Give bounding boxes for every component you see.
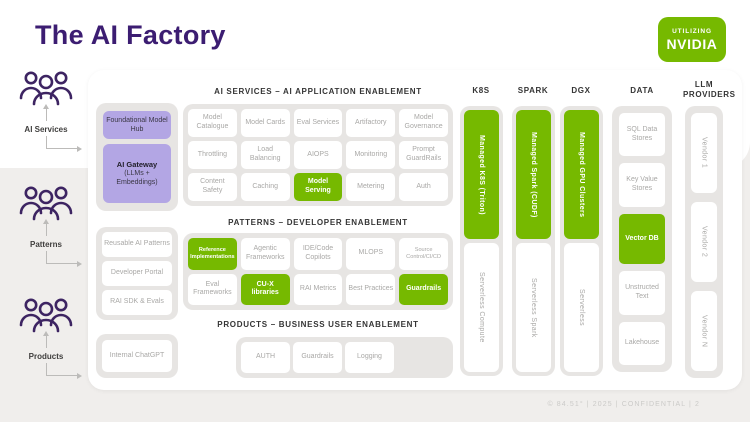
pattern-box-guardrails: Guardrails [399, 273, 448, 305]
spark-column: Managed Spark (CUDF) Serverless Spark [512, 106, 555, 376]
ai-gateway-subtitle: (LLMs + Embeddings) [116, 170, 158, 187]
product-box-internal-chatgpt: Internal ChatGPT [102, 340, 172, 372]
people-group-icon [19, 71, 73, 106]
products-header: PRODUCTS – BUSINESS USER ENABLEMENT [217, 320, 419, 329]
product-box: Logging [345, 342, 394, 373]
patterns-grid: Reference Implementations Agentic Framew… [183, 233, 453, 310]
data-column-header: DATA [630, 86, 654, 95]
pattern-box: Source Control/CI/CD [399, 238, 448, 270]
arrow-elbow-right-icon [46, 136, 83, 152]
spark-column-header: SPARK [517, 86, 549, 95]
persona-group-products: Products [4, 297, 88, 379]
people-group-icon [19, 186, 73, 221]
pattern-box-cux-libraries: CU-X libraries [240, 273, 290, 305]
data-box-vector-db: Vector DB [619, 213, 665, 265]
service-box: Auth [399, 173, 448, 201]
ai-services-header: AI SERVICES – AI APPLICATION ENABLEMENT [214, 87, 422, 96]
service-box: Metering [346, 173, 396, 201]
foundational-model-hub-box: Foundational Model Hub [103, 111, 171, 139]
k8s-column-header: K8S [472, 86, 490, 95]
llm-providers-column: Vendor 1 Vendor 2 Vendor N [685, 106, 723, 378]
patterns-left-panel: Reusable AI Patterns Developer Portal RA… [96, 227, 178, 320]
arrow-elbow-right-icon [46, 363, 83, 379]
service-box: Artifactory [346, 109, 396, 137]
main-canvas: AI SERVICES – AI APPLICATION ENABLEMENT … [88, 70, 742, 390]
data-column: SQL Data Stores Key Value Stores Vector … [612, 106, 672, 372]
dgx-column: Managed GPU Clusters Serverless [560, 106, 603, 376]
sidebar-label-patterns: Patterns [29, 240, 62, 249]
pattern-box: MLOPS [346, 238, 396, 270]
serverless-compute-box: Serverless Compute [464, 243, 499, 372]
service-box: Model Catalogue [188, 109, 237, 137]
ai-gateway-panel: Foundational Model Hub AI Gateway (LLMs … [96, 103, 178, 211]
llm-providers-header: LLM PROVIDERS [683, 80, 736, 99]
managed-k8s-box: Managed K8S (Triton) [464, 110, 499, 239]
sidebar-label-ai-services: AI Services [24, 125, 68, 134]
pattern-box: Reusable AI Patterns [102, 232, 172, 257]
page-title: The AI Factory [35, 20, 226, 50]
managed-gpu-clusters-box: Managed GPU Clusters [564, 110, 599, 239]
pattern-box: IDE/Code Copilots [293, 238, 343, 270]
ai-gateway-title: AI Gateway [116, 159, 158, 169]
vendor-box: Vendor N [691, 291, 717, 371]
arrow-up-icon [42, 331, 49, 348]
managed-spark-box: Managed Spark (CUDF) [516, 110, 551, 239]
service-box: AIOPS [293, 141, 343, 169]
dgx-column-header: DGX [571, 86, 591, 95]
service-box: Caching [240, 173, 290, 201]
service-box-model-serving: Model Serving [293, 173, 343, 201]
ai-gateway-box: AI Gateway (LLMs + Embeddings) [103, 144, 171, 203]
pattern-box-reference-implementations: Reference Implementations [188, 238, 237, 270]
pattern-box: Best Practices [346, 273, 396, 305]
pattern-box: RAI SDK & Evals [102, 290, 172, 315]
serverless-spark-box: Serverless Spark [516, 243, 551, 372]
service-box: Content Safety [188, 173, 237, 201]
pattern-box: Developer Portal [102, 261, 172, 286]
service-box: Prompt GuardRails [399, 141, 448, 169]
arrow-up-icon [42, 104, 49, 121]
pattern-box: Eval Frameworks [188, 273, 237, 305]
product-box: Guardrails [293, 342, 342, 373]
service-box: Monitoring [346, 141, 396, 169]
products-grid: AUTH Guardrails Logging [236, 337, 453, 378]
patterns-header: PATTERNS – DEVELOPER ENABLEMENT [228, 218, 408, 227]
service-box: Load Balancing [240, 141, 290, 169]
arrow-up-icon [42, 219, 49, 236]
service-box: Throttling [188, 141, 237, 169]
data-box: Lakehouse [619, 321, 665, 365]
arrow-elbow-right-icon [46, 251, 83, 267]
ai-services-grid: Model Catalogue Model Cards Eval Service… [183, 104, 453, 206]
pattern-box: Agentic Frameworks [240, 238, 290, 270]
data-box: Unstructed Text [619, 271, 665, 315]
serverless-box: Serverless [564, 243, 599, 372]
service-box: Model Cards [240, 109, 290, 137]
footer-text: © 84.51° | 2025 | CONFIDENTIAL | 2 [547, 401, 700, 408]
products-left-panel: Internal ChatGPT [96, 334, 178, 378]
persona-group-patterns: Patterns [4, 185, 88, 267]
nvidia-badge: UTILIZING NVIDIA [658, 17, 726, 62]
people-group-icon [19, 298, 73, 333]
k8s-column: Managed K8S (Triton) Serverless Compute [460, 106, 503, 376]
pattern-box: RAI Metrics [293, 273, 343, 305]
badge-utilizing-label: UTILIZING [672, 27, 712, 35]
data-box: SQL Data Stores [619, 113, 665, 157]
vendor-box: Vendor 2 [691, 202, 717, 282]
vendor-box: Vendor 1 [691, 113, 717, 193]
service-box: Model Governance [399, 109, 448, 137]
nvidia-logo-text: NVIDIA [666, 35, 718, 52]
persona-group-ai-services: AI Services [4, 70, 88, 152]
product-box: AUTH [241, 342, 290, 373]
data-box: Key Value Stores [619, 163, 665, 207]
service-box: Eval Services [293, 109, 343, 137]
sidebar-label-products: Products [28, 352, 64, 361]
